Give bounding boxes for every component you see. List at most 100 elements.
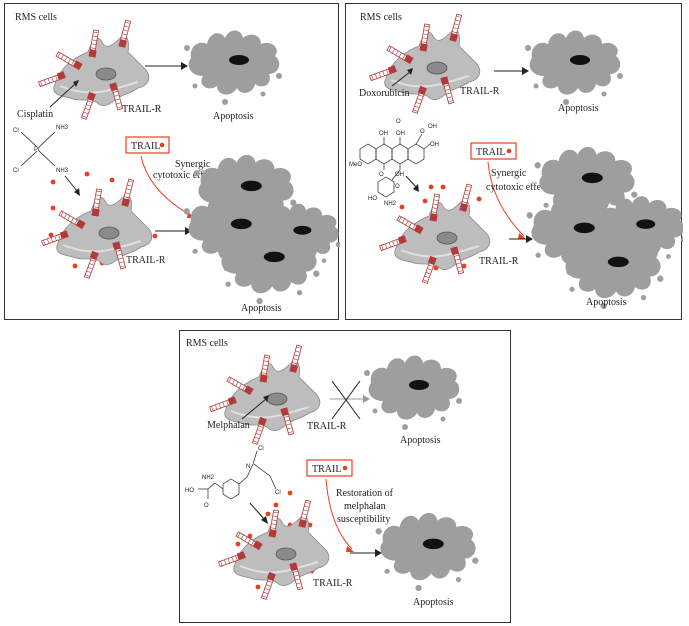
svg-text:Cl: Cl [258,446,264,452]
trail-receptor [218,551,246,568]
apoptotic-body [192,83,198,89]
doxorubicin-diagram: RMS cells TRAIL-R Apoptosis Doxorubicin … [349,12,683,310]
trail-receptor [280,407,295,436]
trail-ligand-dot [433,265,439,271]
trail-receptor [41,230,69,247]
effect-line3: susceptibility [337,514,390,525]
svg-text:NH2: NH2 [384,201,397,207]
apoptotic-body [313,270,320,277]
condensed-nucleus [293,225,312,235]
condensed-nucleus [607,256,629,268]
trail-receptor [209,396,237,413]
melphalan-structure [198,450,277,500]
apoptotic-body [375,528,382,535]
apoptosis-label: Apoptosis [586,297,627,308]
trail-receptor [411,85,427,114]
trail-receptor [259,354,271,383]
apoptotic-body [222,99,228,105]
rms-cell-treated [41,178,153,279]
apoptotic-body [260,91,266,97]
svg-text:Cl: Cl [13,128,19,134]
panel-title: RMS cells [360,12,402,23]
apoptotic-body [600,302,607,310]
apoptotic-body [184,45,190,51]
trail-receptor [369,65,397,82]
drug-label: Cisplatin [17,109,53,120]
trail-ligand-dot [152,233,158,239]
trail-receptor [379,235,407,252]
trail-receptor [396,215,424,235]
condensed-nucleus [230,218,252,230]
trail-receptor [450,246,465,275]
apoptotic-body [183,208,190,215]
apoptotic-body [533,83,539,89]
trail-receptor [88,29,100,58]
apoptotic-cell [216,225,320,305]
doxorubicin-structure [359,133,431,198]
apoptotic-body [335,241,340,248]
trail-receptor [55,51,83,71]
condensed-nucleus [573,222,595,234]
apoptosis-label: Apoptosis [558,103,599,114]
apoptotic-cell [364,355,462,430]
svg-text:OH: OH [428,124,437,130]
apoptotic-body [680,236,683,243]
effect-line2: cytotoxic effect [486,182,549,193]
apoptotic-body [456,398,462,404]
apoptosis-label: Apoptosis [413,597,454,608]
condensed-nucleus [240,180,262,192]
svg-text:O: O [396,119,401,125]
svg-text:HO: HO [368,196,377,202]
trail-receptor [419,23,431,52]
panel-title: RMS cells [15,12,57,23]
trail-ligand-dot [428,184,434,190]
condensed-nucleus [570,55,590,65]
apoptotic-body [525,45,531,51]
apoptotic-body [601,91,607,97]
condensed-nucleus [422,538,444,550]
panel-title: RMS cells [186,338,228,349]
apoptotic-body [321,258,327,264]
trail-receptor [235,531,263,551]
trail-receptor [268,509,280,538]
trail-receptor [260,571,276,600]
svg-text:OH: OH [430,142,439,148]
svg-text:OH: OH [395,172,404,178]
apoptotic-body [192,248,198,254]
trail-receptor [386,45,414,65]
trail-receptor [289,344,303,373]
trail-label: TRAIL [476,147,505,158]
trail-receptor [91,188,103,217]
cisplatin-diagram: RMS cells TRAIL-R Apoptosis Cisplatin Cl… [13,12,340,314]
svg-text:OH: OH [379,131,388,137]
svg-text:HO: HO [185,488,194,494]
trail-receptor [251,416,267,445]
apoptotic-body [252,216,259,223]
apoptotic-body [384,568,390,574]
trail-ligand-dot [109,177,115,183]
trail-receptor [289,562,304,591]
rms-cell-untreated [38,19,150,120]
apoptotic-body [372,408,378,414]
svg-text:Pt: Pt [34,147,40,153]
trail-receptor [421,255,437,284]
trail-r-label: TRAIL-R [460,86,500,97]
svg-text:O: O [379,172,384,178]
apoptotic-body [193,170,200,177]
condensed-nucleus [581,172,603,184]
apoptotic-body [640,294,647,301]
trail-ligand-dot [440,184,446,190]
rms-cell-untreated [369,13,481,114]
trail-receptor [298,499,312,528]
trail-receptor [80,91,96,120]
nucleus [98,226,120,240]
trail-r-label: TRAIL-R [313,578,353,589]
apoptotic-body [631,191,638,198]
trail-receptor [83,250,99,279]
trail-receptor [440,76,455,105]
trail-r-label: TRAIL-R [307,421,347,432]
apoptotic-body [666,254,671,259]
apoptotic-body [455,576,462,583]
svg-text:NH3: NH3 [56,125,69,131]
trail-label: TRAIL [312,464,341,475]
